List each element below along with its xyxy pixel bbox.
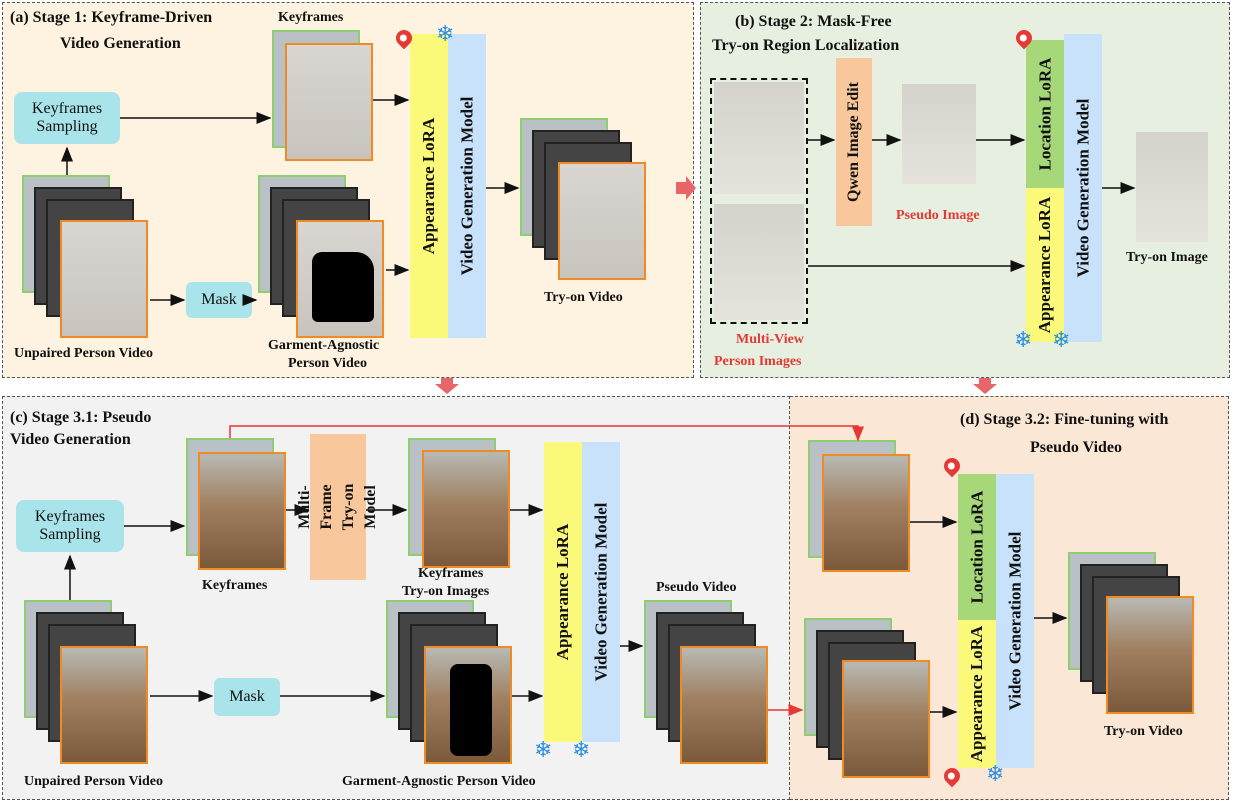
c-unpaired-frame-front	[60, 646, 148, 764]
a-agnostic-mask-blob	[312, 252, 374, 322]
d-tryon-label: Try-on Video	[1104, 724, 1183, 739]
c-keyframes-label: Keyframes	[202, 578, 268, 593]
c-appearance-lora: Appearance LoRA	[544, 442, 582, 742]
c-unpaired-label: Unpaired Person Video	[24, 774, 163, 789]
a-tryon-label: Try-on Video	[544, 290, 623, 305]
a-unpaired-frame-front	[60, 220, 148, 338]
panel-a-title-line1: (a) Stage 1: Keyframe-Driven	[10, 9, 213, 26]
a-video-generation-model: Video Generation Model	[448, 34, 486, 338]
b-to-d-block-arrow	[973, 378, 997, 394]
panel-b-title-line1: (b) Stage 2: Mask-Free	[735, 13, 892, 30]
b-tryon-image	[1136, 132, 1208, 242]
b-location-lora: Location LoRA	[1026, 40, 1064, 188]
b-tryon-label: Try-on Image	[1126, 250, 1208, 265]
d-location-lora: Location LoRA	[958, 474, 996, 620]
a-keyframes-label: Keyframes	[278, 10, 344, 25]
c-agnostic-label: Garment-Agnostic Person Video	[342, 774, 536, 789]
c-red-arrow-keyframes-to-d	[229, 425, 864, 442]
b-multiview-label-1: Multi-View	[736, 332, 804, 347]
panel-c-title-line2: Video Generation	[10, 431, 131, 448]
c-keyframes-sampling-box: Keyframes Sampling	[16, 500, 124, 552]
b-video-generation-model: Video Generation Model	[1064, 34, 1102, 342]
d-video-generation-model: Video Generation Model	[996, 474, 1034, 768]
a-unpaired-label: Unpaired Person Video	[14, 346, 153, 361]
c-kf-tryon-label-1: Keyframes	[418, 566, 484, 581]
b-multiview-label-2: Person Images	[714, 354, 802, 369]
a-keyframe-front	[285, 43, 373, 161]
a-output-frame-front	[558, 162, 646, 280]
panel-d-title-line1: (d) Stage 3.2: Fine-tuning with	[960, 411, 1169, 428]
d-appearance-lora: Appearance LoRA	[958, 620, 996, 768]
d-snowflake-icon: ❄	[986, 762, 1005, 787]
b-appearance-lora: Appearance LoRA	[1026, 188, 1064, 342]
b-snowflake-icon-2: ❄	[1052, 328, 1071, 353]
a-snowflake-icon: ❄	[436, 22, 455, 47]
c-snowflake-icon-1: ❄	[534, 738, 553, 763]
c-snowflake-icon-2: ❄	[572, 738, 591, 763]
c-keyframe-front	[198, 452, 286, 570]
b-multiview-dashed-box	[710, 78, 808, 324]
c-agnostic-mask-blob	[450, 664, 492, 756]
b-multiview-image-1	[714, 82, 804, 194]
c-multiframe-tryon-box: Multi-Frame Try-on Model	[296, 434, 379, 580]
b-pseudo-image	[902, 84, 976, 184]
b-multiview-image-2	[714, 204, 804, 320]
panel-c-title-line1: (c) Stage 3.1: Pseudo	[10, 409, 152, 426]
a-keyframes-sampling-box: Keyframes Sampling	[14, 92, 120, 144]
c-kf-tryon-label-2: Try-on Images	[402, 584, 490, 599]
a-appearance-lora: Appearance LoRA	[410, 34, 448, 338]
a-to-c-block-arrow	[435, 378, 459, 394]
b-qwen-image-edit-box: Qwen Image Edit	[836, 58, 872, 226]
a-mask-box: Mask	[186, 282, 252, 318]
d-keyframe-front	[822, 454, 910, 572]
c-pseudo-label: Pseudo Video	[656, 580, 737, 595]
c-kf-tryon-front	[422, 450, 510, 568]
panel-b-title-line2: Try-on Region Localization	[712, 37, 900, 54]
a-to-b-block-arrow	[676, 176, 696, 200]
c-mask-box: Mask	[214, 678, 280, 716]
a-agnostic-frame-front	[296, 220, 384, 338]
a-agnostic-label-2: Person Video	[288, 356, 367, 371]
c-pseudo-frame-front	[680, 646, 768, 764]
panel-a-title-line2: Video Generation	[60, 35, 181, 52]
b-pseudo-label: Pseudo Image	[896, 208, 980, 223]
a-agnostic-label-1: Garment-Agnostic	[268, 338, 380, 353]
c-video-generation-model: Video Generation Model	[582, 442, 620, 742]
b-snowflake-icon-1: ❄	[1014, 328, 1033, 353]
d-pseudo-frame-front	[842, 660, 930, 778]
panel-d-title-line2: Pseudo Video	[1030, 439, 1123, 456]
c-agnostic-frame-front	[424, 646, 512, 764]
d-output-frame-front	[1106, 596, 1194, 714]
